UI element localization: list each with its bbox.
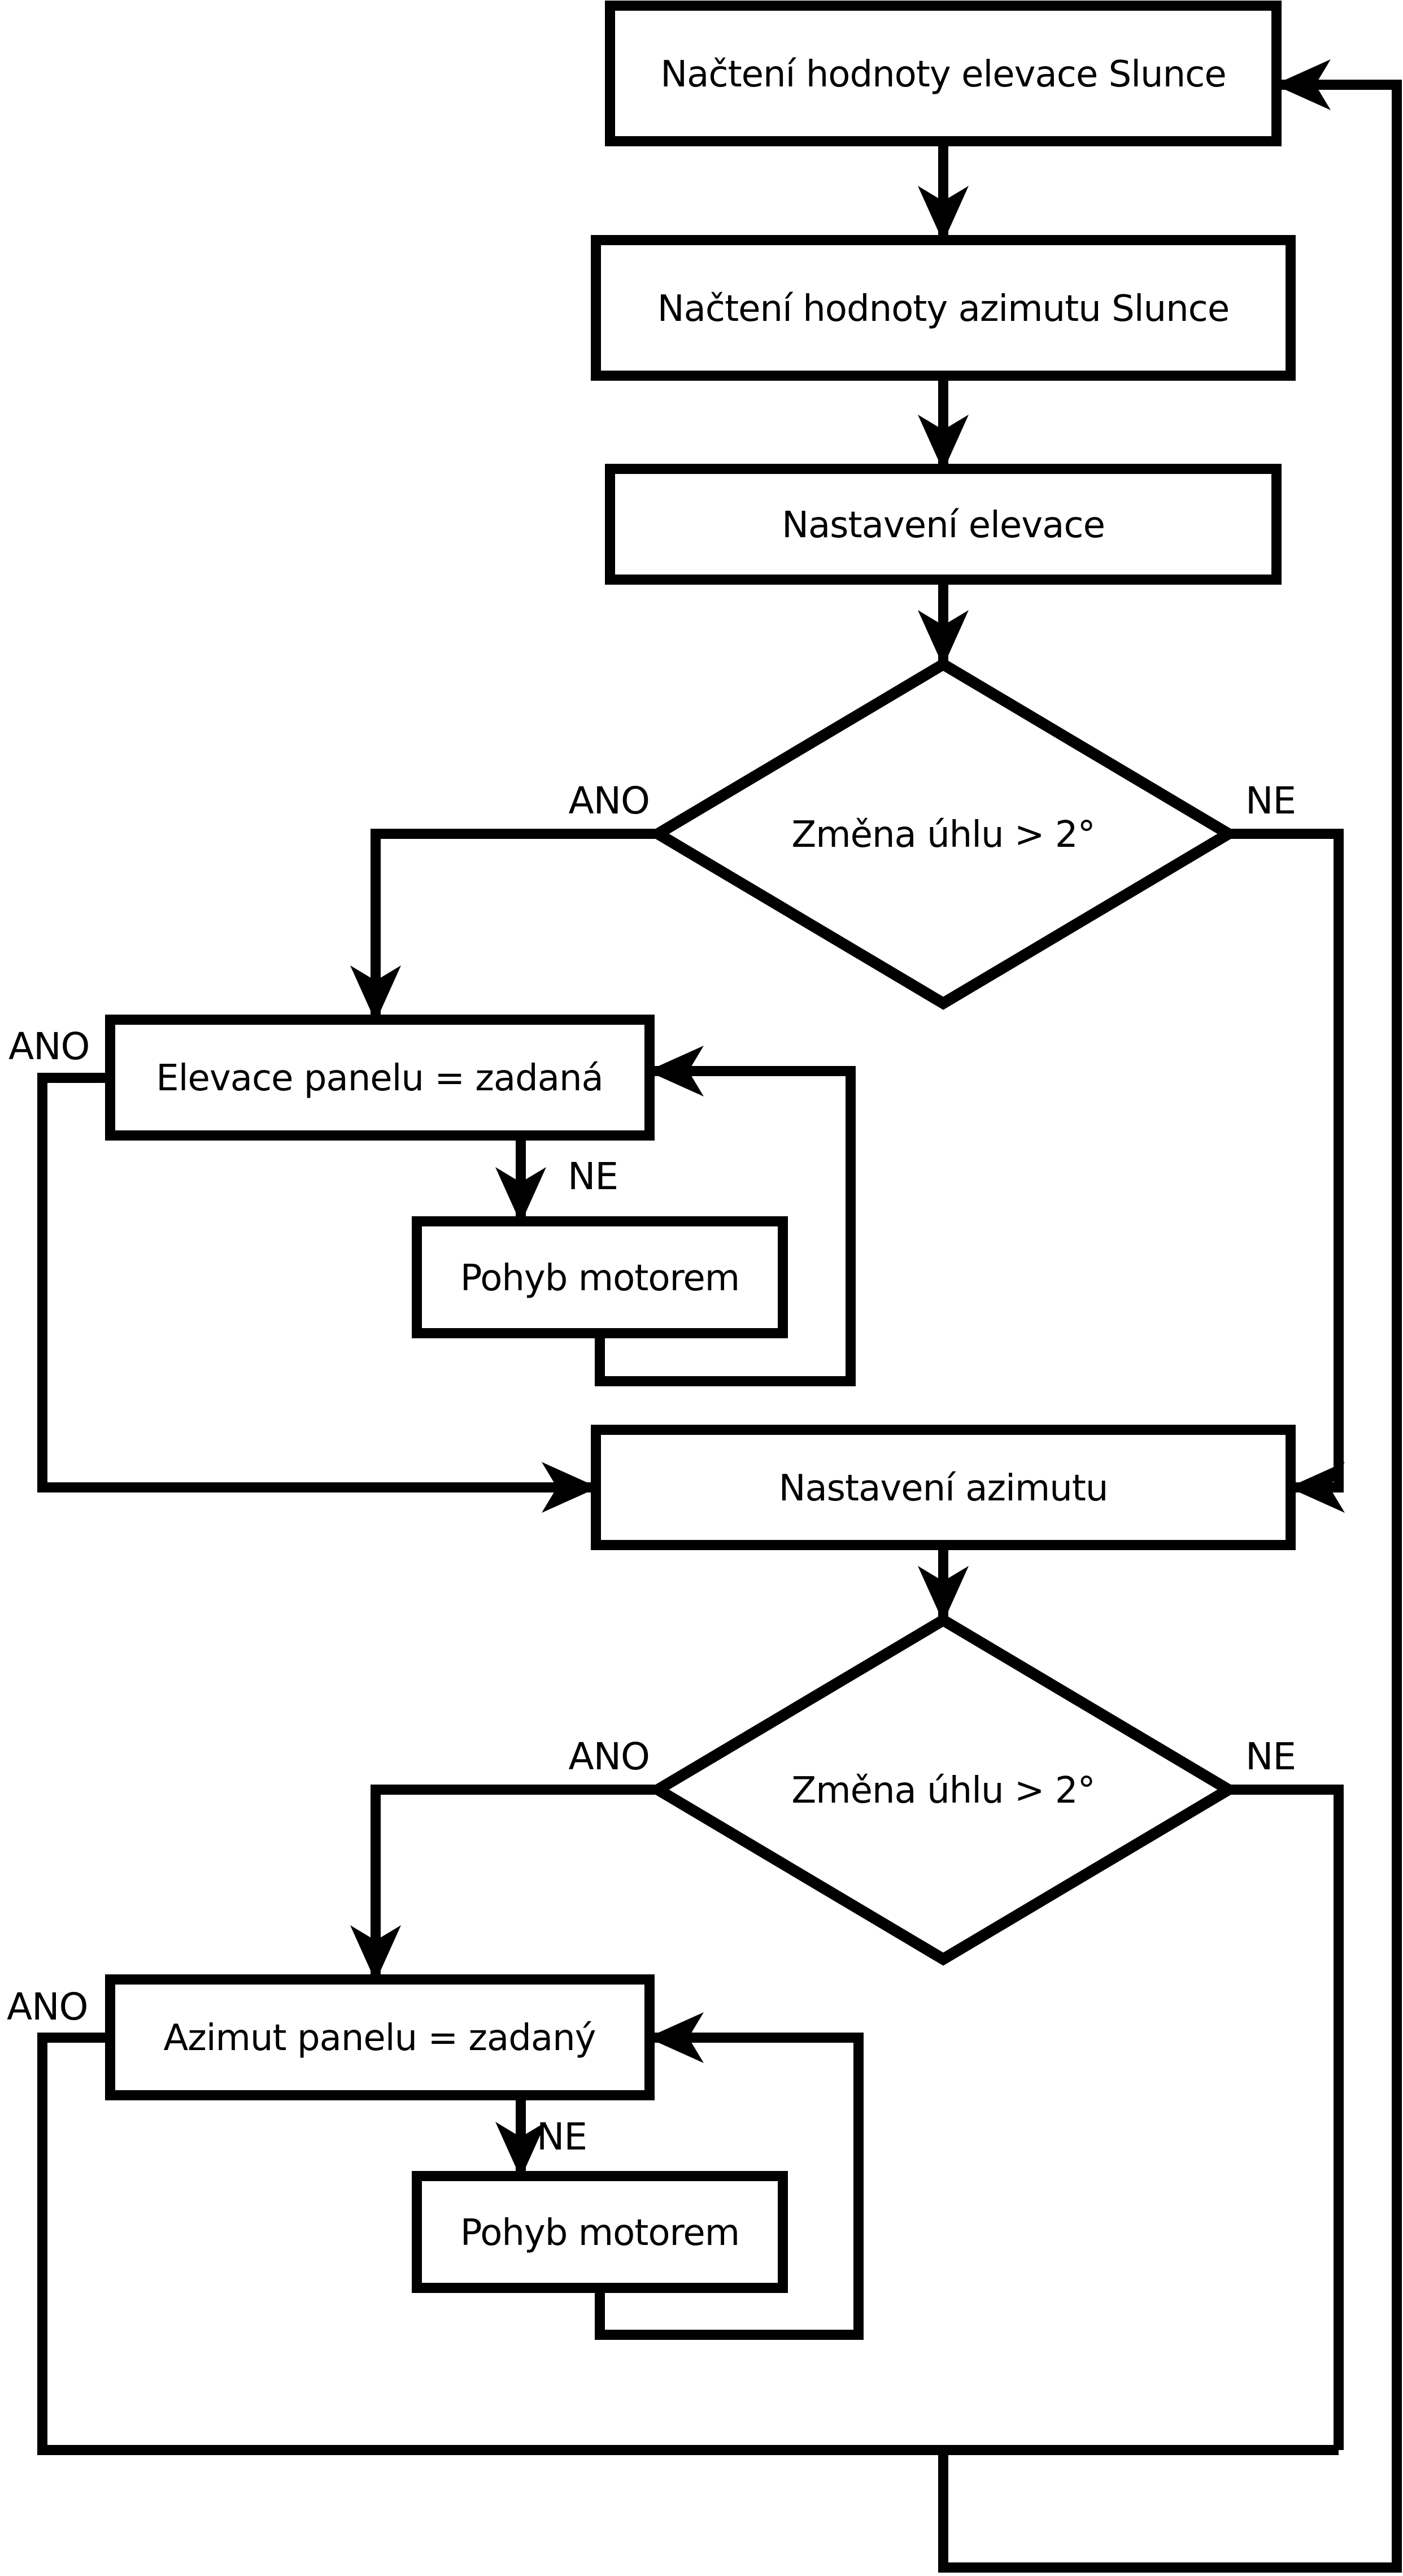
edge-decision-elevation-ano-to-elevation-equal [350, 829, 658, 1022]
process-box-load-azimuth-label: Načtení hodnoty azimutu Slunce [657, 288, 1229, 330]
edge-label-decision-elevation-ano: ANO [569, 779, 650, 823]
process-box-load-elevation-label: Načtení hodnoty elevace Slunce [660, 54, 1226, 95]
edge-return-loop-to-load-elevation [938, 59, 1402, 2573]
edge-label-decision-azimuth-ne: NE [1245, 1735, 1296, 1778]
edge-label-elevation-equal-ano: ANO [8, 1025, 89, 1068]
edge-label-decision-elevation-ne: NE [1245, 779, 1296, 823]
process-box-load-azimuth [591, 235, 1296, 381]
edge-label-azimuth-equal-ne: NE [537, 2115, 587, 2159]
process-box-motor-elevation [412, 1216, 788, 1338]
edge-elevation-equal-ano-to-set-azimuth [37, 1073, 598, 1513]
process-box-set-elevation [605, 464, 1282, 585]
process-box-elevation-equal [105, 1015, 655, 1141]
process-box-motor-azimuth-label: Pohyb motorem [460, 2212, 739, 2254]
process-box-motor-azimuth [412, 2171, 788, 2293]
decision-diamond-azimuth-label: Změna úhlu > 2° [791, 1770, 1095, 1812]
decision-diamond-azimuth [647, 1613, 1240, 1966]
edge-motor-azimuth-loop-to-azimuth-equal [595, 2012, 864, 2340]
edge-decision-azimuth-ano-to-azimuth-equal [350, 1785, 658, 1982]
process-box-azimuth-equal [105, 1974, 655, 2100]
process-box-motor-elevation-label: Pohyb motorem [460, 1257, 739, 1299]
process-box-elevation-equal-label: Elevace panelu = zadaná [156, 1058, 603, 1099]
edge-label-azimuth-equal-ano: ANO [7, 1985, 88, 2029]
edge-label-elevation-equal-ne: NE [568, 1155, 618, 1198]
edge-azimuth-equal-ano-to-bottom-collector [37, 2033, 1339, 2455]
decision-diamond-elevation-label: Změna úhlu > 2° [791, 814, 1095, 856]
process-box-set-azimuth [591, 1425, 1296, 1550]
process-box-load-elevation [605, 1, 1282, 146]
edge-decision-azimuth-ne-down [1228, 1785, 1344, 2450]
edge-motor-elevation-loop-to-elevation-equal [595, 1046, 856, 1386]
decision-diamond-elevation [647, 658, 1240, 1010]
edge-label-decision-azimuth-ano: ANO [569, 1735, 650, 1778]
process-box-set-azimuth-label: Nastavení azimutu [779, 1468, 1108, 1509]
process-box-set-elevation-label: Nastavení elevace [782, 504, 1105, 546]
process-box-azimuth-equal-label: Azimut panelu = zadaný [163, 2017, 595, 2059]
edge-decision-elevation-ne-to-set-azimuth [1228, 829, 1345, 1513]
